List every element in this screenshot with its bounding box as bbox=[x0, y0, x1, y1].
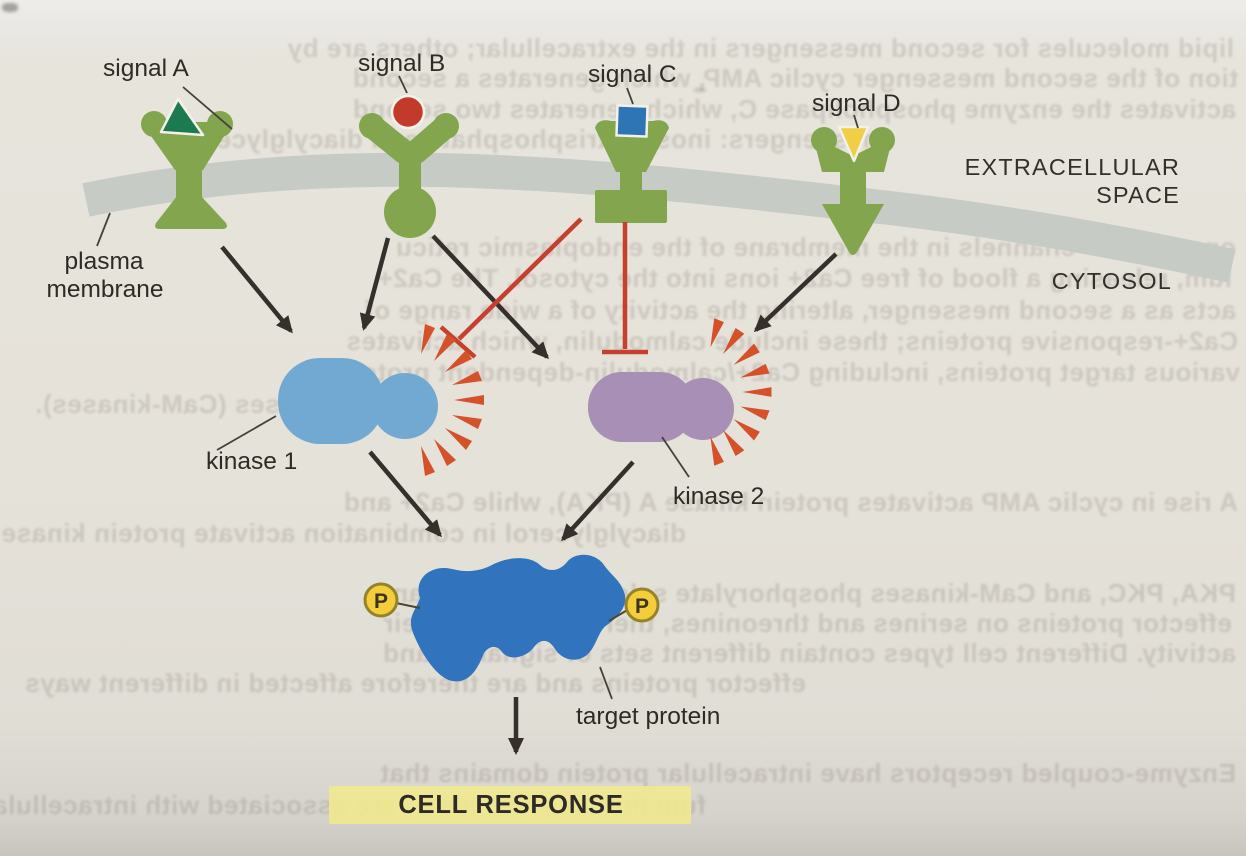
inhibition-bars bbox=[439, 217, 648, 359]
inhibit-c-to-kinase1-shaft bbox=[457, 217, 583, 341]
signal-c-ligand-square bbox=[615, 104, 649, 138]
cell-response-label: CELL RESPONSE bbox=[398, 791, 623, 819]
phosphate-badge-left bbox=[363, 582, 399, 618]
label-pointer-lines bbox=[96, 75, 859, 700]
extracellular-space-label-line1: EXTRACELLULAR bbox=[965, 154, 1180, 180]
receptor-a bbox=[141, 111, 233, 229]
signal-b-ligand-circle bbox=[390, 94, 426, 130]
phosphate-letter-right: P bbox=[635, 595, 649, 618]
pointer-target-protein bbox=[599, 666, 613, 700]
arrow-a-to-kinase1 bbox=[220, 245, 293, 334]
arrow-d-to-kinase2 bbox=[753, 252, 838, 333]
kinase1-shape bbox=[278, 358, 438, 444]
receptor-b bbox=[359, 113, 459, 238]
signal-a-ligand-triangle bbox=[159, 97, 205, 137]
signal-b-label: signal B bbox=[358, 50, 445, 77]
extracellular-space-label-line2: SPACE bbox=[1096, 182, 1180, 208]
phosphate-badge-right bbox=[624, 587, 660, 623]
activation-arrows bbox=[220, 234, 838, 755]
target-protein-label: target protein bbox=[576, 703, 720, 730]
arrow-b-to-kinase2 bbox=[431, 234, 550, 360]
plasma-membrane-label-line2: membrane bbox=[46, 276, 163, 303]
receptor-c bbox=[595, 120, 669, 223]
cytosol-label: CYTOSOL bbox=[1052, 268, 1172, 294]
pointer-signal-b bbox=[398, 75, 408, 94]
signal-d-ligand-triangle bbox=[837, 125, 870, 163]
pointer-signal-d bbox=[853, 114, 859, 129]
inhibit-c-to-kinase1-cap bbox=[439, 325, 477, 359]
signal-c-label: signal C bbox=[588, 61, 677, 88]
phosphate-letter-left: P bbox=[374, 590, 388, 613]
cell-response-highlight bbox=[329, 786, 691, 824]
pointer-signal-c bbox=[626, 87, 634, 105]
pointer-plasma-membrane bbox=[96, 212, 111, 247]
photo-artifact-speck bbox=[2, 3, 18, 12]
pointer-kinase2 bbox=[661, 436, 690, 478]
pointer-kinase1 bbox=[216, 415, 277, 451]
photo-artifact-speck bbox=[694, 88, 706, 92]
signal-a-label: signal A bbox=[103, 55, 189, 82]
signal-d-label: signal D bbox=[812, 90, 901, 117]
plasma-membrane-band bbox=[82, 152, 1236, 283]
arrow-kinase1-to-target bbox=[368, 450, 442, 538]
target-protein-shape bbox=[410, 554, 626, 682]
arrow-b-to-kinase1 bbox=[359, 237, 391, 331]
kinase2-shape bbox=[588, 372, 734, 442]
pointer-signal-a bbox=[182, 86, 233, 130]
kinase2-label: kinase 2 bbox=[673, 483, 764, 510]
kinase1-label: kinase 1 bbox=[206, 448, 297, 475]
phosphate-left-connector bbox=[395, 602, 421, 609]
plasma-membrane-label-line1: plasma bbox=[65, 248, 144, 275]
receptor-d bbox=[811, 127, 895, 255]
arrow-kinase2-to-target bbox=[560, 460, 635, 542]
